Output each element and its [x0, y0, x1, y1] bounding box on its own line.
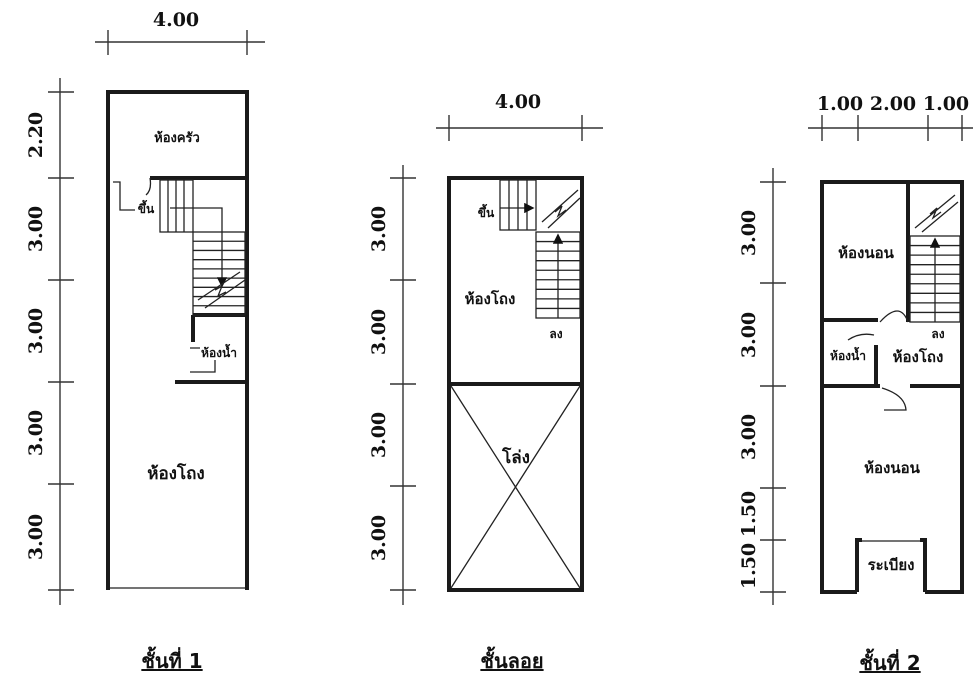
width-label: 2.00: [870, 93, 916, 115]
room-balcony: ระเบียง: [868, 556, 915, 574]
plan-title: ชั้นที่ 2: [859, 648, 920, 675]
staircase: [159, 179, 246, 316]
width-dimension: 1.00 2.00 1.00: [808, 93, 973, 141]
stair-up-label: ขึ้น: [138, 199, 155, 216]
height-label: 3.00: [25, 514, 47, 560]
room-bathroom: ห้องน้ำ: [201, 343, 237, 360]
height-dimension: 2.20 3.00 3.00 3.00 3.00: [25, 78, 74, 605]
door-swing: [190, 347, 216, 373]
room-hall: ห้องโถง: [147, 463, 204, 484]
height-label: 3.00: [738, 210, 760, 256]
room-hall: ห้องโถง: [893, 347, 944, 366]
plan-title: ชั้นลอย: [480, 646, 543, 673]
height-label: 3.00: [368, 206, 390, 252]
staircase: [909, 194, 961, 323]
height-label: 3.00: [738, 414, 760, 460]
height-dimension: 3.00 3.00 3.00 1.50 1.50: [738, 168, 786, 605]
staircase: [499, 179, 581, 319]
outer-wall: [820, 180, 964, 594]
height-label: 3.00: [368, 309, 390, 355]
height-label: 3.00: [25, 206, 47, 252]
void-cross: [450, 385, 581, 589]
height-label: 3.00: [25, 410, 47, 456]
height-label: 3.00: [368, 412, 390, 458]
height-label: 2.20: [25, 112, 47, 158]
room-kitchen: ห้องครัว: [154, 130, 200, 146]
balcony-wall: [855, 538, 927, 592]
height-label: 1.50: [738, 543, 760, 589]
height-label: 3.00: [368, 515, 390, 561]
height-label: 3.00: [25, 308, 47, 354]
height-dimension: 3.00 3.00 3.00 3.00: [368, 165, 416, 605]
stair-down-label: ลง: [931, 327, 944, 341]
width-dimension: 4.00: [436, 91, 603, 141]
plan-mezzanine: 4.00 3.00 3.00 3.00 3.00 ขึ้น ห้องโถง: [368, 91, 603, 673]
plan-ground-floor: 4.00 2.20 3.00 3.00 3.00 3.00: [25, 9, 265, 673]
width-dimension: 4.00: [95, 9, 265, 55]
stair-up-label: ขึ้น: [478, 203, 495, 220]
width-label: 4.00: [495, 91, 541, 113]
width-label: 4.00: [153, 9, 199, 31]
stair-down-label: ลง: [549, 327, 562, 341]
room-bedroom: ห้องนอน: [864, 459, 920, 477]
width-label: 1.00: [817, 93, 863, 115]
outer-wall: [106, 90, 249, 590]
door-swing: [113, 177, 152, 211]
height-label: 1.50: [738, 491, 760, 537]
room-void: โล่ง: [501, 447, 530, 468]
room-hall: ห้องโถง: [465, 289, 516, 308]
width-label: 1.00: [923, 93, 969, 115]
plan-title: ชั้นที่ 1: [141, 646, 202, 673]
room-bathroom: ห้องน้ำ: [830, 346, 866, 363]
room-bedroom: ห้องนอน: [838, 244, 894, 262]
plan-second-floor: 1.00 2.00 1.00 3.00 3.00 3.00 1.50 1.50: [738, 93, 973, 675]
door-swing: [847, 310, 909, 411]
height-label: 3.00: [738, 312, 760, 358]
